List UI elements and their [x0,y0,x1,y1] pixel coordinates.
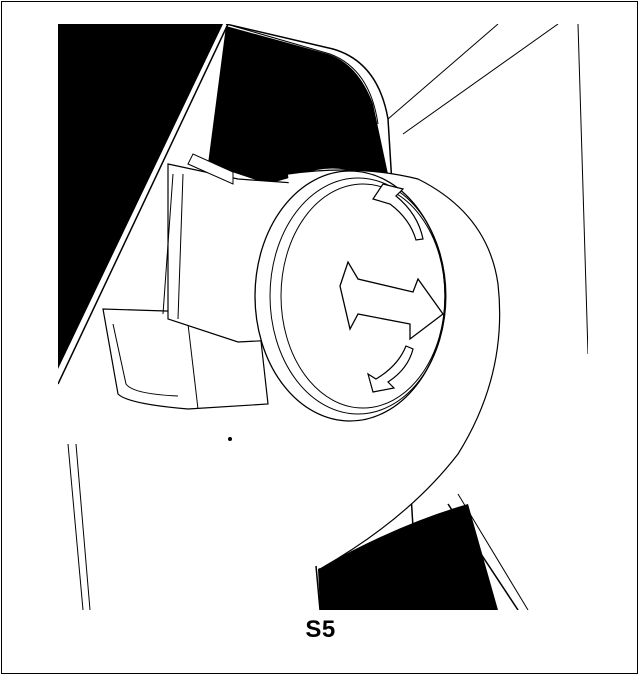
paper-slot-dark [318,504,498,610]
housing-right-edge [387,24,499,120]
housing-edge-left-inner [67,443,84,610]
push-arrow [339,260,444,341]
step-label: S5 [305,616,336,643]
roll-disc-rim [269,177,447,415]
paper-leading-edge [315,565,321,610]
mounting-screw [228,437,232,441]
housing-dark-left [58,24,223,369]
housing-top-rim [225,24,419,610]
roll-holder-edge [187,323,199,410]
housing-right-rail [447,503,519,610]
roll-core-flap [187,153,234,185]
housing-edge-left-inner-2 [75,443,91,610]
roll-holder-bracket-inner [112,323,179,397]
rotate-arrow-top [372,183,424,241]
roll-core-fold-1 [162,173,174,315]
housing-right-edge-2 [402,24,559,135]
housing-dark-top [208,26,388,184]
housing-far-right [577,24,588,355]
housing-edge-left [58,24,229,385]
roll-disc-inner [280,183,446,409]
roll-core-fold-2 [177,173,184,320]
rotate-arrow-bottom [367,345,414,393]
housing-right-rail-2 [457,493,529,610]
housing-top-rim-inner [232,25,379,125]
paper-roll-installation-illustration [58,24,588,610]
